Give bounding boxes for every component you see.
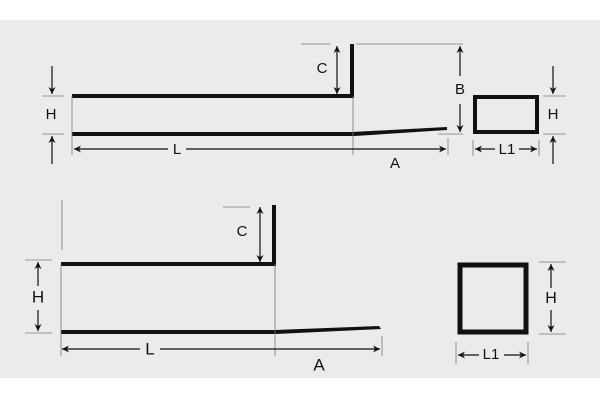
dimension-label-h: H: [32, 287, 44, 306]
bottom-profile-lower-leg-tapered: [61, 326, 381, 334]
cross-section-square: [457, 262, 529, 335]
dimension-label-b: B: [455, 81, 465, 98]
dimension-label-h: H: [545, 290, 557, 307]
bottom-profile-side-view: C H L A: [25, 200, 383, 374]
dimension-label-a: A: [313, 355, 325, 374]
dimension-label-l1: L1: [483, 346, 500, 363]
top-profile-side-view: C B H L A: [42, 43, 465, 172]
bottom-profile-upper-leg: [61, 205, 276, 266]
dimension-label-l: L: [145, 339, 154, 358]
dimension-label-l: L: [173, 141, 181, 158]
dimension-label-l1: L1: [499, 141, 516, 158]
top-profile-upper-leg: [72, 44, 354, 98]
dimension-label-c: C: [317, 60, 328, 77]
dimension-label-c: C: [237, 223, 248, 240]
dimension-label-h: H: [548, 106, 559, 123]
cross-section-rectangle: [473, 95, 539, 134]
dimension-label-h: H: [46, 106, 57, 123]
diagram-background: [0, 20, 600, 378]
dimension-label-a: A: [390, 155, 400, 172]
bottom-profile-cross-section: H L1: [455, 261, 566, 364]
top-profile-cross-section: H L1: [472, 66, 566, 164]
